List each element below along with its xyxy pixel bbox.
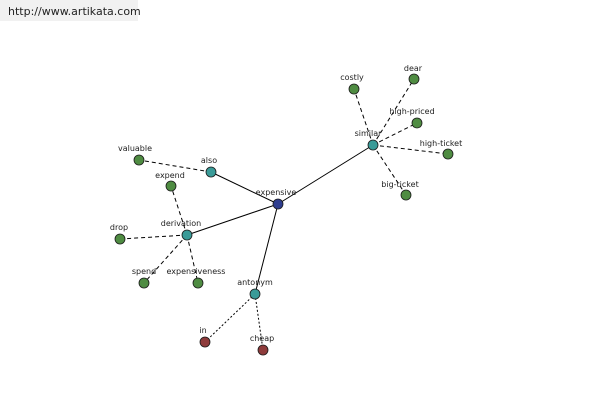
node-expensive[interactable] — [272, 198, 284, 210]
edge-antonym-cheap — [254, 293, 264, 351]
node-label-costly[interactable]: costly — [340, 73, 364, 82]
node-costly[interactable] — [348, 83, 360, 95]
node-label-cheap[interactable]: cheap — [250, 334, 274, 343]
node-big-ticket[interactable] — [400, 189, 412, 201]
edge-derivation-drop — [119, 234, 188, 240]
edge-expensive-antonym — [254, 203, 279, 295]
edge-expensive-derivation — [186, 203, 279, 236]
node-valuable[interactable] — [133, 154, 145, 166]
node-expend[interactable] — [165, 180, 177, 192]
node-expensiveness[interactable] — [192, 277, 204, 289]
edge-similar-costly — [353, 88, 374, 146]
edge-antonym-in — [204, 293, 256, 343]
node-cheap[interactable] — [257, 344, 269, 356]
node-in[interactable] — [199, 336, 211, 348]
node-dear[interactable] — [408, 73, 420, 85]
node-label-similar[interactable]: similar — [355, 129, 383, 138]
node-drop[interactable] — [114, 233, 126, 245]
edge-derivation-spend — [143, 234, 188, 284]
node-derivation[interactable] — [181, 229, 193, 241]
edge-derivation-expensiveness — [186, 234, 199, 284]
edge-derivation-expend — [170, 185, 188, 236]
node-label-high-ticket[interactable]: high-ticket — [420, 139, 463, 148]
node-label-dear[interactable]: dear — [404, 64, 423, 73]
node-label-in[interactable]: in — [199, 326, 206, 335]
node-label-valuable[interactable]: valuable — [118, 144, 152, 153]
edge-also-valuable — [138, 159, 212, 173]
site-url[interactable]: http://www.artikata.com — [8, 5, 141, 18]
node-high-priced[interactable] — [411, 117, 423, 129]
edge-similar-dear — [372, 78, 415, 146]
node-label-spend[interactable]: spend — [132, 267, 156, 276]
node-similar[interactable] — [367, 139, 379, 151]
node-label-drop[interactable]: drop — [110, 223, 128, 232]
node-high-ticket[interactable] — [442, 148, 454, 160]
node-label-high-priced[interactable]: high-priced — [389, 107, 434, 116]
node-antonym[interactable] — [249, 288, 261, 300]
edge-similar-big-ticket — [372, 144, 407, 196]
node-spend[interactable] — [138, 277, 150, 289]
url-bar: http://www.artikata.com — [0, 0, 141, 21]
node-label-expensive[interactable]: expensive — [256, 188, 297, 197]
node-label-big-ticket[interactable]: big-ticket — [381, 180, 418, 189]
node-also[interactable] — [205, 166, 217, 178]
node-label-derivation[interactable]: derivation — [161, 219, 201, 228]
node-label-expend[interactable]: expend — [155, 171, 185, 180]
node-label-antonym[interactable]: antonym — [237, 278, 273, 287]
edge-similar-high-ticket — [372, 144, 449, 155]
node-layer — [114, 73, 454, 356]
edge-similar-high-priced — [372, 122, 418, 146]
node-label-expensiveness[interactable]: expensiveness — [167, 267, 226, 276]
label-layer: expensive also similar derivation antonym val… — [110, 64, 462, 343]
edge-expensive-similar — [277, 144, 374, 205]
node-label-also[interactable]: also — [201, 156, 217, 165]
edge-layer — [119, 78, 449, 351]
edge-expensive-also — [210, 171, 279, 205]
